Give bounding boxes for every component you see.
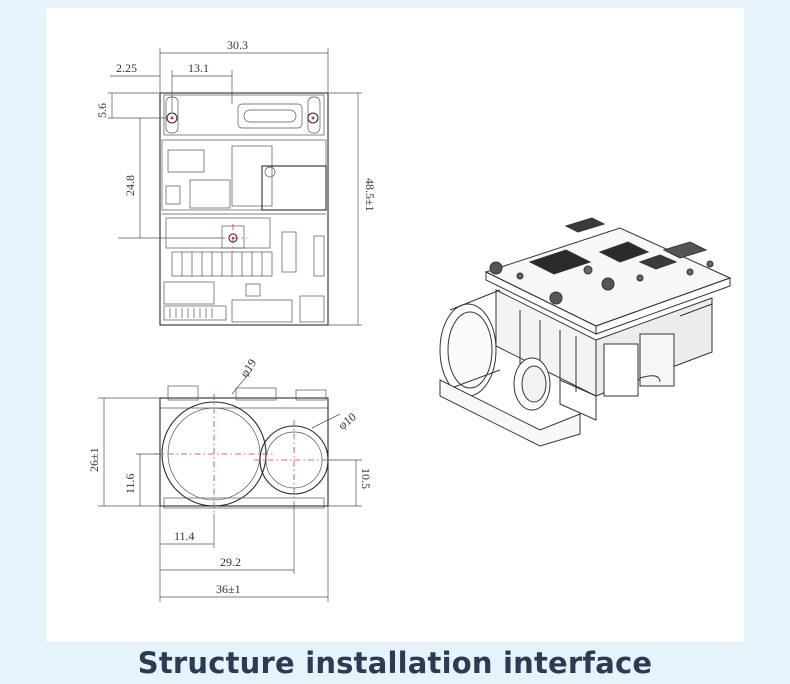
dim-overall-width: 30.3 xyxy=(227,38,248,52)
dim-large-lens-center-x: 11.4 xyxy=(174,529,195,543)
dim-front-overall-height: 26±1 xyxy=(87,447,101,472)
dim-small-lens-center-y: 10.5 xyxy=(359,468,373,489)
caption: Structure installation interface xyxy=(137,646,653,680)
isometric-module xyxy=(439,217,732,447)
dim-inner-width: 13.1 xyxy=(188,61,209,75)
top-view-dimensions: 30.3 2.25 13.1 5.6 24.8 48.5±1 xyxy=(95,38,377,326)
dim-hole-offset-x: 2.25 xyxy=(116,61,137,75)
front-view xyxy=(154,385,336,514)
dim-small-lens-center-x: 29.2 xyxy=(220,555,241,569)
dim-large-lens-center-y: 11.6 xyxy=(123,473,137,494)
top-view xyxy=(159,92,329,326)
dim-mid-height: 24.8 xyxy=(123,175,137,196)
dim-overall-height: 48.5±1 xyxy=(363,178,377,212)
dim-front-overall-width: 36±1 xyxy=(216,582,241,596)
dim-small-lens-dia: φ10 xyxy=(335,410,359,433)
dim-hole-offset-y: 5.6 xyxy=(95,103,109,118)
dim-large-lens-dia: φ19 xyxy=(237,356,259,380)
front-view-dimensions: φ19 φ10 26±1 11.6 10.5 11.4 29.2 36±1 xyxy=(87,356,373,602)
